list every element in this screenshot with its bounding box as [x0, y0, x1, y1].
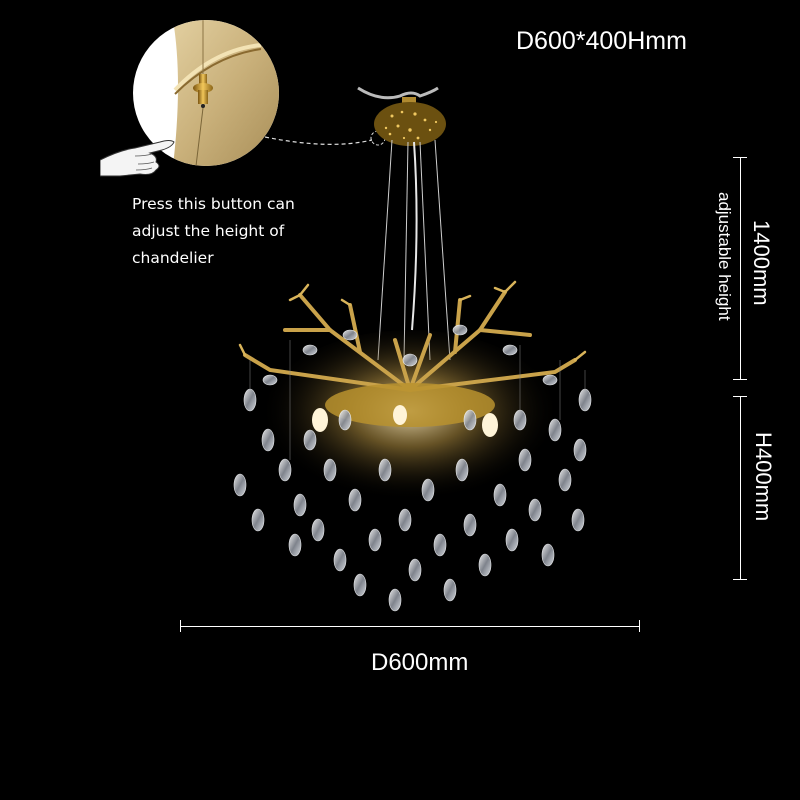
diameter-dimension-line	[180, 626, 640, 627]
cable-height-bottom-tick	[733, 379, 747, 380]
height-adjust-callout: Press this button can adjust the height …	[132, 191, 295, 272]
pointing-hand-icon	[100, 140, 175, 177]
canopy-closeup-illustration	[173, 20, 279, 166]
callout-line-1: Press this button can	[132, 195, 295, 213]
diameter-value: D600mm	[371, 649, 469, 676]
cable-height-value: 1400mm	[749, 220, 774, 306]
callout-line-3: chandelier	[132, 249, 214, 267]
overall-dimensions-label: D600*400Hmm	[516, 27, 687, 55]
diameter-right-tick	[639, 620, 640, 632]
body-height-value: H400mm	[751, 432, 776, 522]
cable-height-dimension-line	[740, 157, 741, 379]
brass-branches	[243, 290, 577, 392]
ceiling-canopy	[374, 102, 446, 146]
height-adjust-button-detail	[133, 20, 279, 166]
callout-connector	[264, 136, 373, 145]
body-height-bottom-tick	[733, 579, 747, 580]
body-height-dimension-line	[740, 396, 741, 579]
cable-height-label: adjustable height	[715, 192, 734, 321]
callout-line-2: adjust the height of	[132, 222, 285, 240]
